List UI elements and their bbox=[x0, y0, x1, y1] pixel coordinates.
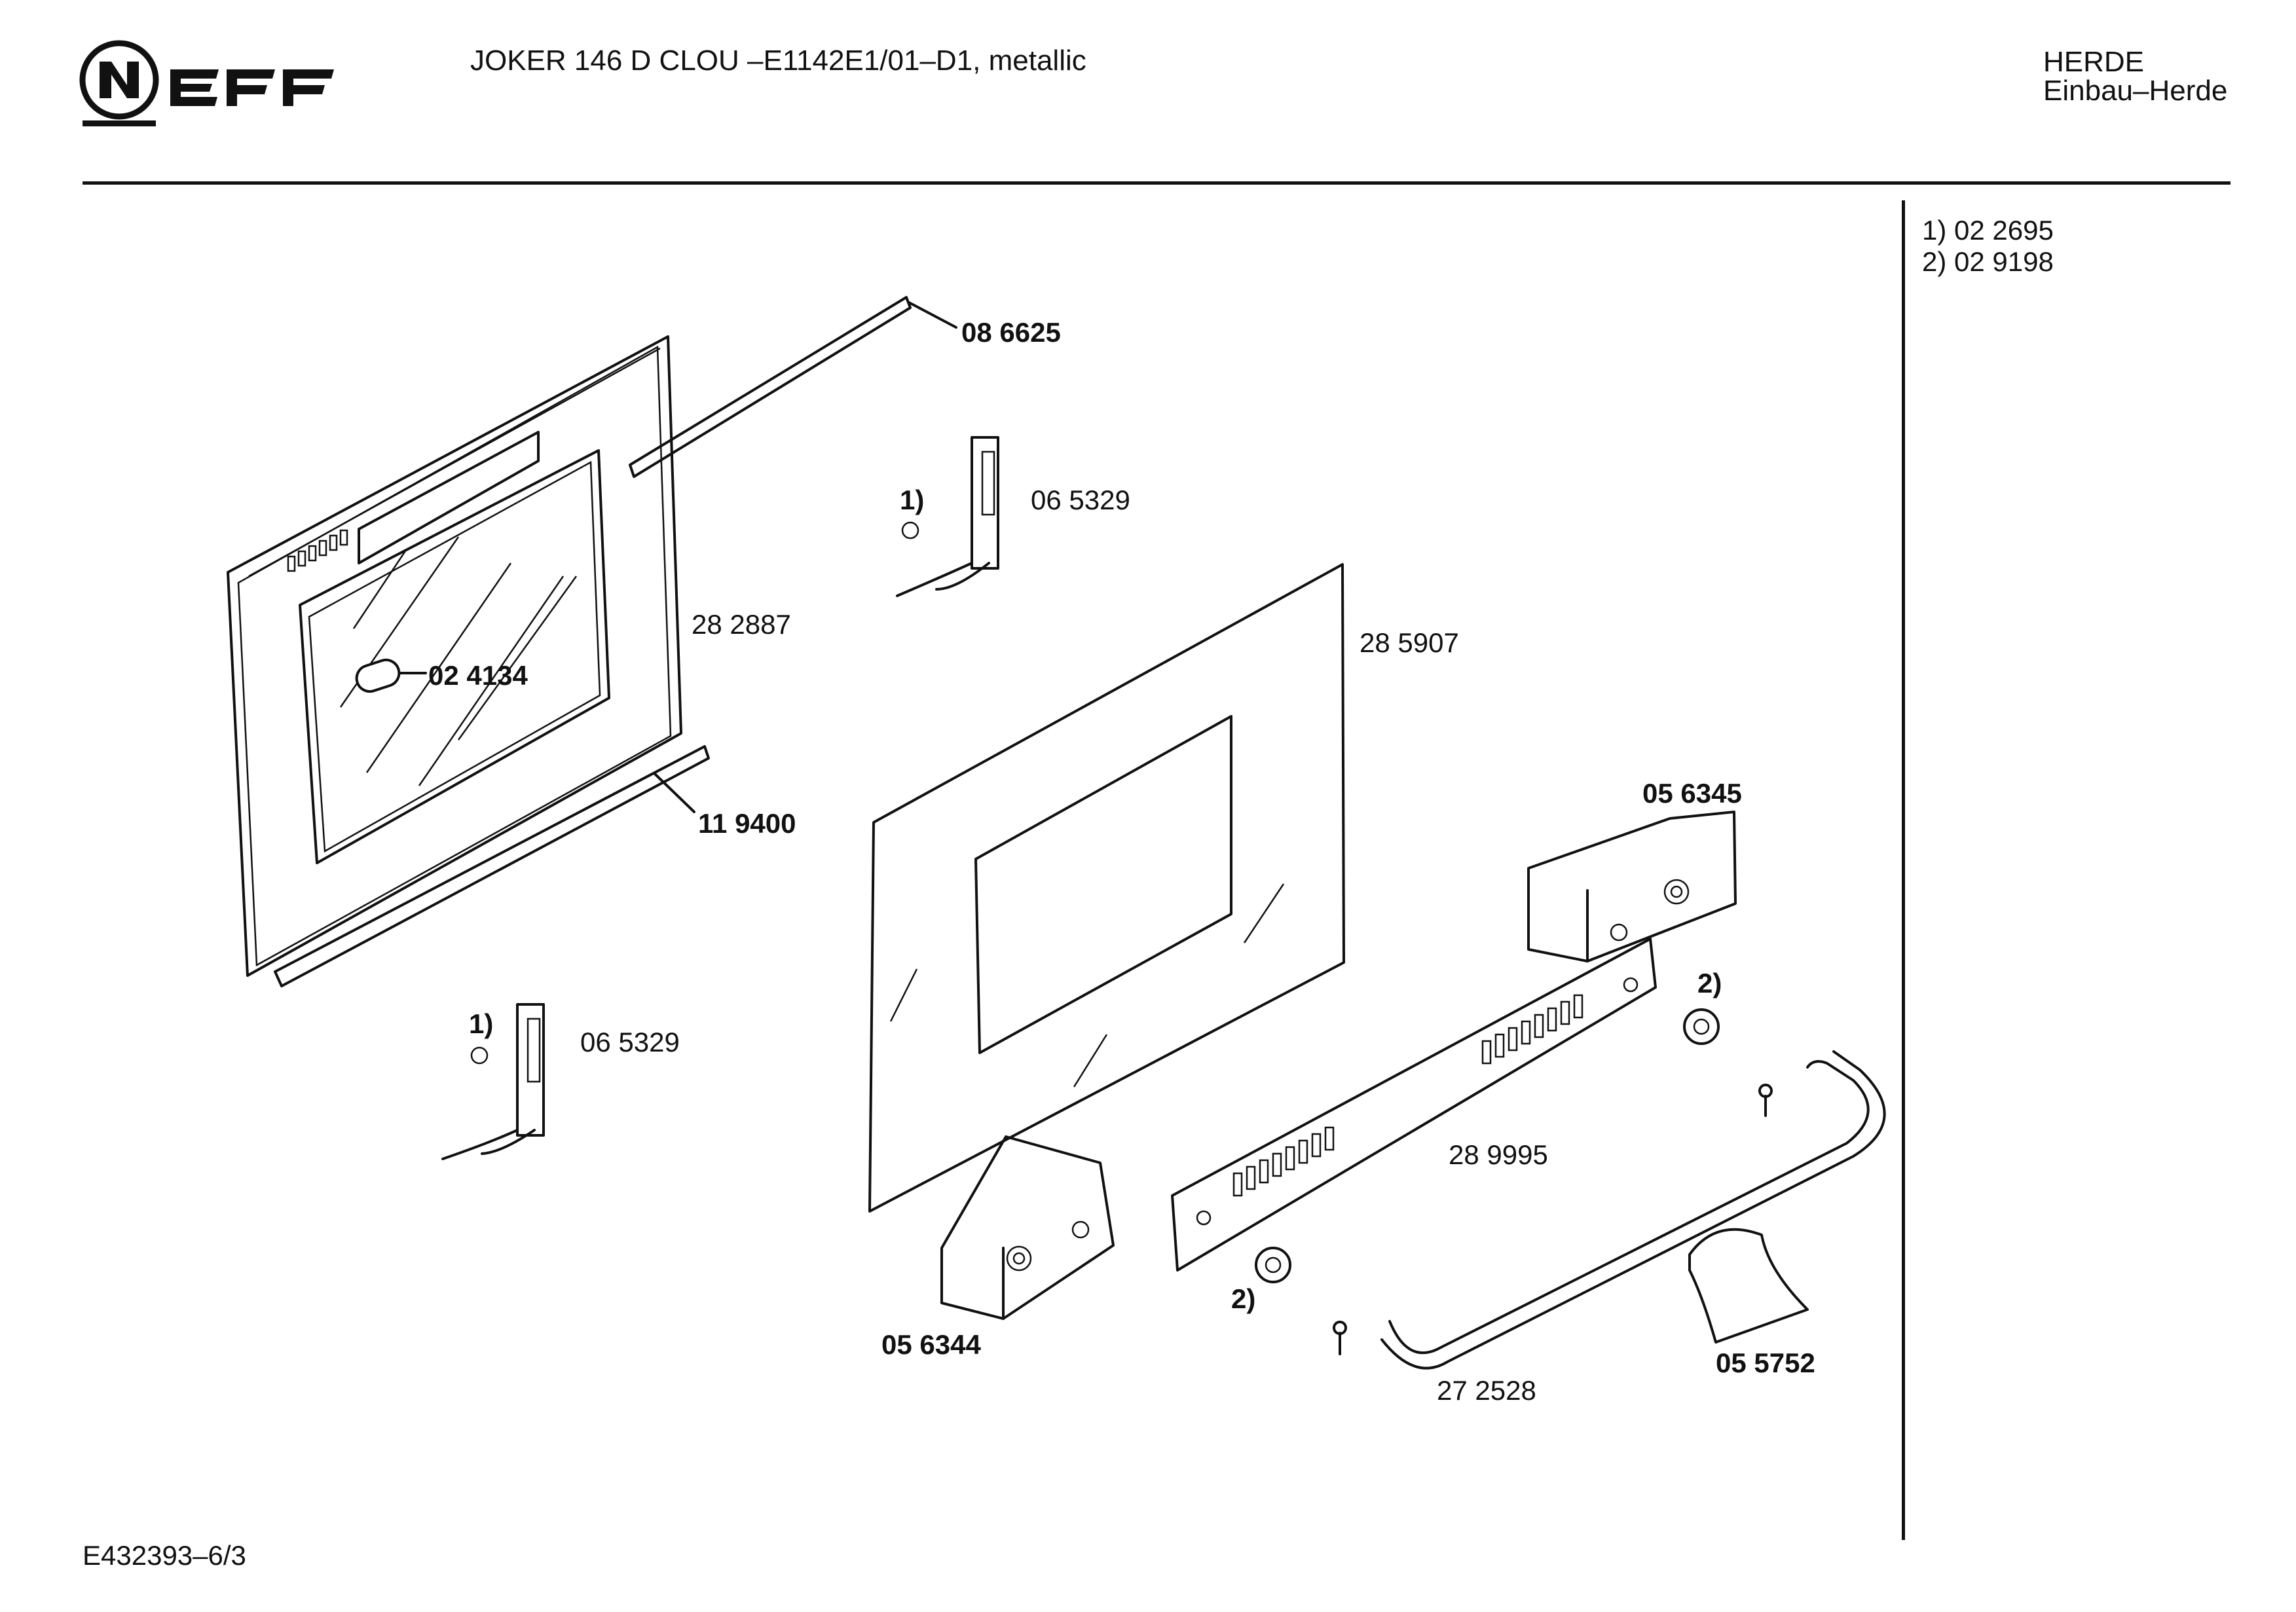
part-label-024134: 02 4134 bbox=[428, 660, 528, 691]
part-label-055752: 05 5752 bbox=[1716, 1347, 1815, 1378]
inner-door-frame bbox=[227, 335, 682, 977]
part-label-065329-top: 06 5329 bbox=[1031, 485, 1130, 515]
bottom-strip-part bbox=[274, 745, 710, 987]
part-label-119400: 11 9400 bbox=[698, 808, 796, 839]
note-1: 1) 02 2695 bbox=[1922, 215, 2054, 246]
hinge-bottom bbox=[441, 1003, 545, 1160]
part-label-056344: 05 6344 bbox=[881, 1329, 981, 1360]
end-cap-left bbox=[940, 1135, 1115, 1320]
hinge-top bbox=[896, 436, 999, 597]
part-label-282887: 28 2887 bbox=[692, 609, 791, 640]
handle-bar bbox=[1380, 1050, 1886, 1370]
screw-left bbox=[1333, 1321, 1347, 1355]
category-label: HERDE bbox=[2043, 46, 2145, 78]
window-handle-piece bbox=[355, 658, 427, 693]
neff-logo bbox=[79, 40, 334, 126]
vent-strip bbox=[1171, 938, 1657, 1272]
note-2: 2) 02 9198 bbox=[1922, 246, 2054, 277]
screw-right bbox=[1758, 1084, 1773, 1117]
callout-1-top: 1) bbox=[900, 485, 925, 515]
part-label-065329-bottom: 06 5329 bbox=[580, 1027, 680, 1057]
callout-2-right: 2) bbox=[1697, 968, 1722, 998]
part-label-289995: 28 9995 bbox=[1449, 1139, 1548, 1170]
end-cap-right bbox=[1527, 811, 1737, 962]
callout-2-left: 2) bbox=[1231, 1283, 1256, 1314]
callout-1-bottom: 1) bbox=[469, 1008, 494, 1039]
part-label-086625: 08 6625 bbox=[961, 317, 1061, 348]
part-label-056345: 05 6345 bbox=[1642, 778, 1742, 809]
outer-glass-panel bbox=[868, 563, 1345, 1213]
notes-divider bbox=[1902, 200, 1905, 1540]
handle-end-piece bbox=[1688, 1228, 1809, 1344]
washer-right bbox=[1683, 1008, 1720, 1045]
washer-left bbox=[1255, 1247, 1291, 1283]
part-label-272528: 27 2528 bbox=[1437, 1375, 1536, 1406]
subcategory-label: Einbau–Herde bbox=[2043, 75, 2228, 107]
page-title: JOKER 146 D CLOU –E1142E1/01–D1, metalli… bbox=[470, 45, 1086, 77]
part-label-285907: 28 5907 bbox=[1360, 627, 1459, 658]
document-reference: E432393–6/3 bbox=[83, 1540, 246, 1571]
header-rule bbox=[83, 181, 2231, 185]
top-strip-part bbox=[629, 296, 957, 478]
